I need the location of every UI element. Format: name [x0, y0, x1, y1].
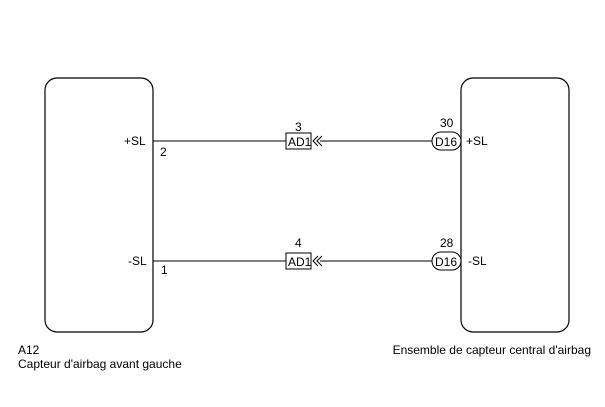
junction-connector-box	[285, 132, 312, 150]
connector-arrow-icon	[312, 135, 323, 147]
right-component-box	[460, 77, 570, 333]
connector-label: D16	[435, 255, 457, 269]
connector-pin-number: 30	[440, 116, 454, 130]
junction-connector-box	[285, 252, 312, 270]
connector-label: D16	[435, 135, 457, 149]
connector-oval	[431, 131, 462, 151]
connector-arrow-icon	[312, 255, 323, 267]
wire-minus-sl: -SL 1 AD1 4 D16 28 -SL	[128, 236, 487, 277]
wire-plus-sl: +SL 2 AD1 3 D16 30 +SL	[124, 116, 488, 159]
left-pin-number: 2	[160, 145, 167, 159]
junction-pin-number: 4	[295, 236, 302, 250]
right-signal-label: +SL	[466, 134, 488, 148]
left-component-name: Capteur d'airbag avant gauche	[18, 357, 182, 371]
left-component-box	[44, 77, 154, 333]
left-component-code: A12	[18, 343, 40, 357]
right-component-name: Ensemble de capteur central d'airbag	[392, 343, 591, 357]
junction-label: AD1	[288, 135, 312, 149]
connector-pin-number: 28	[440, 236, 454, 250]
left-signal-label: -SL	[128, 254, 147, 268]
connector-oval	[431, 251, 462, 271]
left-pin-number: 1	[161, 263, 168, 277]
junction-label: AD1	[288, 255, 312, 269]
junction-pin-number: 3	[295, 120, 302, 134]
right-signal-label: -SL	[468, 254, 487, 268]
left-signal-label: +SL	[124, 134, 146, 148]
